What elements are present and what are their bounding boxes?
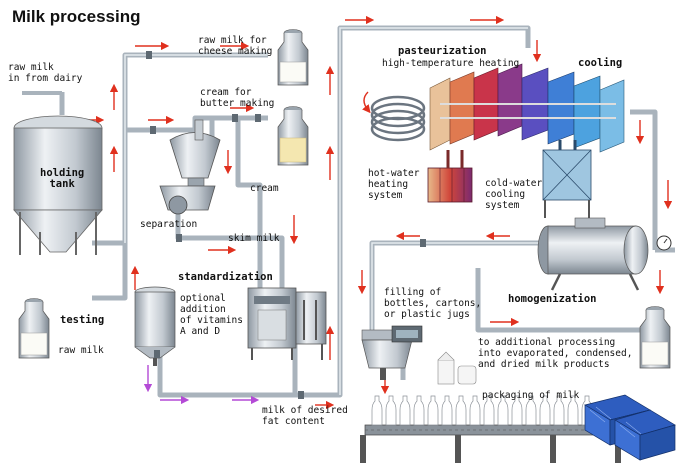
milk-bottle	[483, 395, 495, 426]
separator-centrifuge	[159, 119, 221, 215]
cold-water-cooling-label: cold-water cooling system	[485, 178, 543, 211]
milk-bottle	[413, 395, 425, 426]
optional-vitamins-label: optional addition of vitamins A and D	[180, 293, 243, 337]
homogenizer	[537, 217, 672, 291]
cold-water-cooling-system	[542, 140, 592, 218]
cooling-label: cooling	[578, 57, 623, 69]
milk-bottle	[567, 395, 579, 426]
homogenization-label: homogenization	[508, 293, 597, 305]
holding-tank-label: holding tank	[40, 167, 85, 190]
raw-milk-label: raw milk	[58, 345, 104, 356]
diagram-title: Milk processing	[12, 7, 141, 26]
holding-tank	[13, 91, 103, 255]
conveyor-belt	[360, 424, 626, 463]
milk-bottle	[539, 395, 551, 426]
additional-processing-label: to additional processing into evaporated…	[478, 337, 633, 370]
milk-bottle	[371, 395, 383, 426]
testing-label: testing	[60, 314, 105, 326]
raw-milk-cheese-label: raw milk for cheese making	[198, 35, 273, 57]
milk-bottle	[553, 395, 565, 426]
milk-bottle	[427, 395, 439, 426]
milk-can-testing	[18, 298, 50, 359]
pipe-valves	[146, 51, 426, 399]
milk-bottle	[385, 395, 397, 426]
milk-bottle	[511, 395, 523, 426]
cream-label: cream	[250, 183, 279, 194]
pasteurization-label: pasteurization	[398, 45, 487, 57]
hot-water-heating-system	[427, 150, 473, 203]
filling-label: filling of bottles, cartons, or plastic …	[384, 287, 482, 320]
milk-can-cream	[277, 106, 309, 166]
heating-coil	[370, 95, 426, 142]
separation-label: separation	[140, 219, 198, 230]
milk-bottle	[525, 395, 537, 426]
heat-exchanger-plates	[429, 63, 625, 153]
milk-bottle	[399, 395, 411, 426]
milk-bottles	[371, 395, 593, 426]
skim-milk-label: skim milk	[228, 233, 280, 244]
carton-and-jug	[437, 351, 477, 385]
standardization-label: standardization	[178, 271, 273, 283]
standardization-unit	[247, 287, 327, 360]
high-temp-heating-label: high-temperature heating	[382, 58, 520, 69]
raw-milk-in-label: raw milk in from dairy	[8, 62, 83, 84]
milk-bottle	[469, 395, 481, 426]
hot-water-heating-label: hot-water heating system	[368, 168, 420, 201]
milk-can-cheese	[277, 29, 309, 86]
filling-machine	[361, 325, 423, 380]
vitamin-tank	[134, 286, 176, 366]
flow-arrows	[82, 15, 673, 410]
cream-butter-label: cream for butter making	[200, 87, 275, 109]
bottle-crates	[584, 394, 676, 461]
packaging-label: packaging of milk	[482, 390, 580, 401]
milk-bottle	[497, 395, 509, 426]
milk-bottle	[455, 395, 467, 426]
milk-desired-fat-label: milk of desired fat content	[262, 405, 348, 427]
vitamin-arrows	[143, 365, 260, 405]
milk-bottle	[441, 395, 453, 426]
milk-can-additional	[639, 306, 671, 369]
